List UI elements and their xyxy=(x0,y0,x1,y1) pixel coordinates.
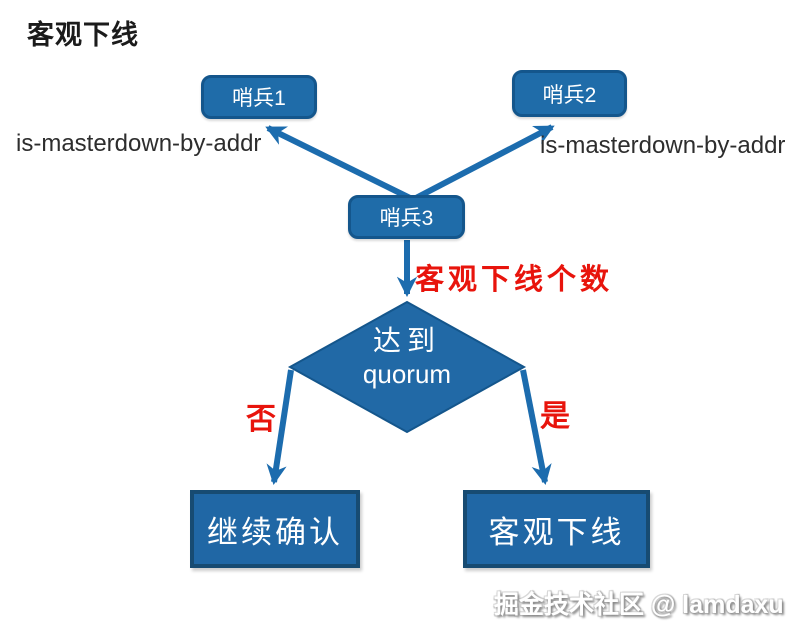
node-sentinel2: 哨兵2 xyxy=(512,70,627,117)
edge-label-is-masterdown-left: is-masterdown-by-addr xyxy=(16,130,262,157)
node-decision-label-line1: 达到 xyxy=(372,325,441,356)
node-decision-label: 达到 quorum xyxy=(307,323,507,391)
arrow-decision-to-continue xyxy=(266,369,294,486)
node-objective-down: 客观下线 xyxy=(463,490,650,568)
arrow-s3-to-s2 xyxy=(412,124,555,202)
node-sentinel3-label: 哨兵3 xyxy=(379,207,434,230)
node-sentinel1-label: 哨兵1 xyxy=(232,87,286,110)
branch-label-no: 否 xyxy=(246,403,276,436)
arrow-s3-to-s1 xyxy=(265,125,414,202)
node-decision-label-line2: quorum xyxy=(362,359,452,389)
watermark: 掘金技术社区 @ lamdaxu xyxy=(494,591,784,619)
node-continue-confirm: 继续确认 xyxy=(190,490,360,568)
node-sentinel1: 哨兵1 xyxy=(201,75,317,119)
branch-label-yes: 是 xyxy=(540,400,570,433)
page-title: 客观下线 xyxy=(27,20,139,50)
node-continue-confirm-label: 继续确认 xyxy=(207,514,343,550)
edge-label-objective-down-count: 客观下线个数 xyxy=(415,264,614,296)
node-objective-down-label: 客观下线 xyxy=(488,514,625,550)
edge-label-is-masterdown-right: is-masterdown-by-addr xyxy=(540,132,786,159)
node-sentinel3: 哨兵3 xyxy=(348,195,465,239)
node-sentinel2-label: 哨兵2 xyxy=(542,83,597,107)
